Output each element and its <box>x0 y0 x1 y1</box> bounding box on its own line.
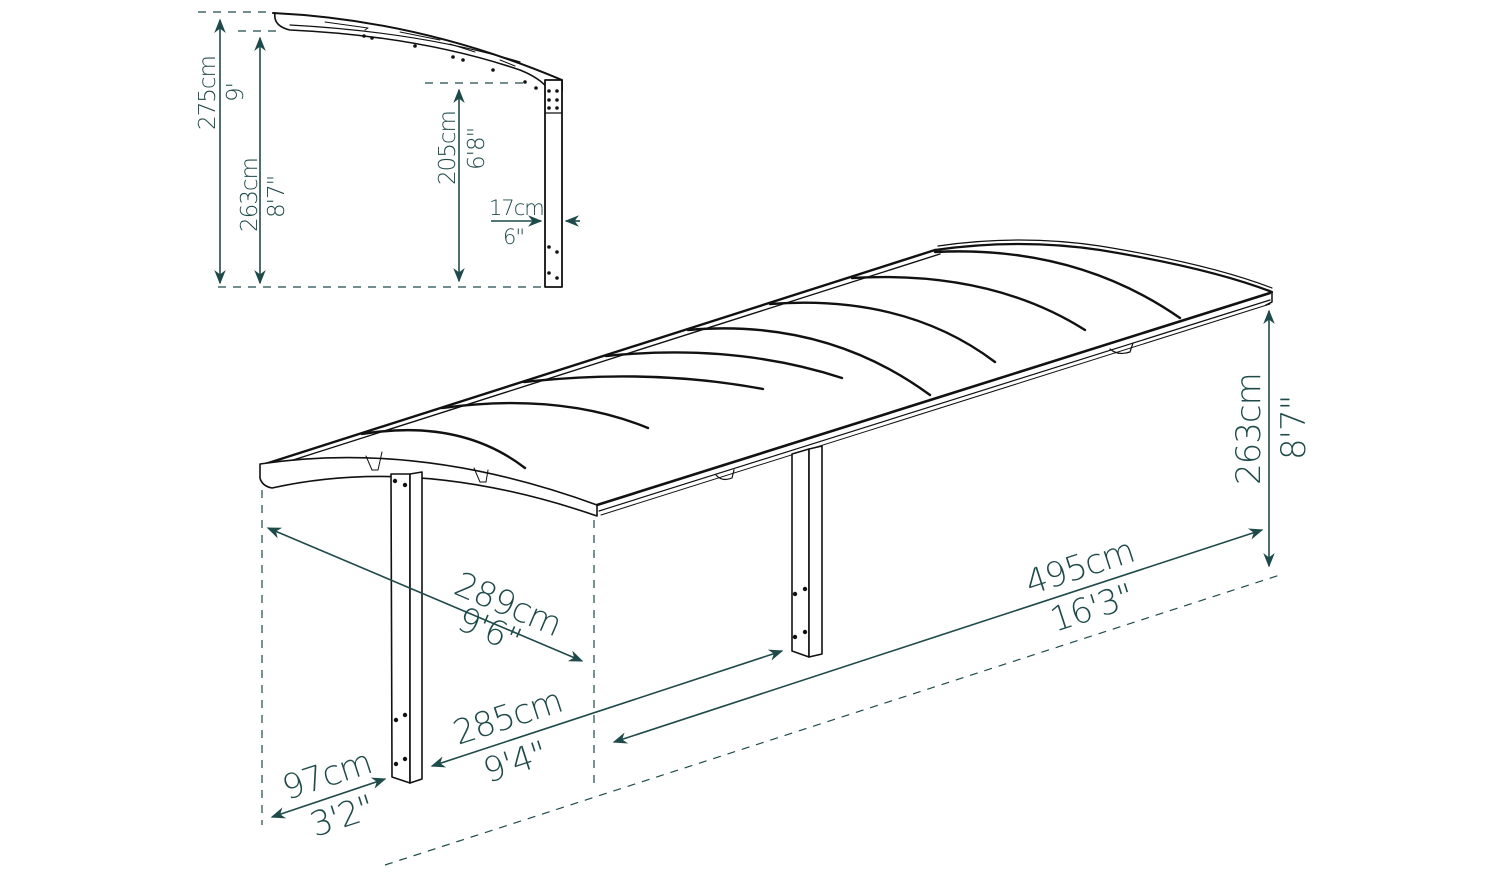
side-total-height-metric: 275cm <box>195 56 221 130</box>
side-post-width-imperial: 6" <box>503 225 524 249</box>
dim-97-line <box>270 777 387 819</box>
main-height-metric: 263cm <box>1229 373 1269 485</box>
roof <box>259 239 1274 517</box>
side-roof-profile <box>272 12 563 113</box>
side-view: 275cm 9' 263cm 8'7" 205cm 6'8" 17cm 6" <box>195 11 580 288</box>
side-post-height-metric: 205cm <box>435 111 461 185</box>
side-post <box>544 79 563 288</box>
front-post <box>390 471 423 784</box>
main-view: 289cm 9'6" 285cm 9'4" 97cm 3'2" 495cm 16… <box>259 239 1314 866</box>
dim-495-line <box>612 528 1264 744</box>
side-post-height-imperial: 6'8" <box>464 128 490 170</box>
side-post-width-metric: 17cm <box>489 196 544 220</box>
dim-289-line <box>266 527 584 662</box>
main-height-imperial: 8'7" <box>1274 396 1314 460</box>
middle-post <box>791 445 823 658</box>
side-front-height-imperial: 8'7" <box>264 176 290 218</box>
roof-ribs <box>360 250 1182 470</box>
post-spacing-metric: 285cm <box>448 681 567 754</box>
side-total-height-imperial: 9' <box>223 83 249 102</box>
side-front-height-metric: 263cm <box>237 158 263 232</box>
